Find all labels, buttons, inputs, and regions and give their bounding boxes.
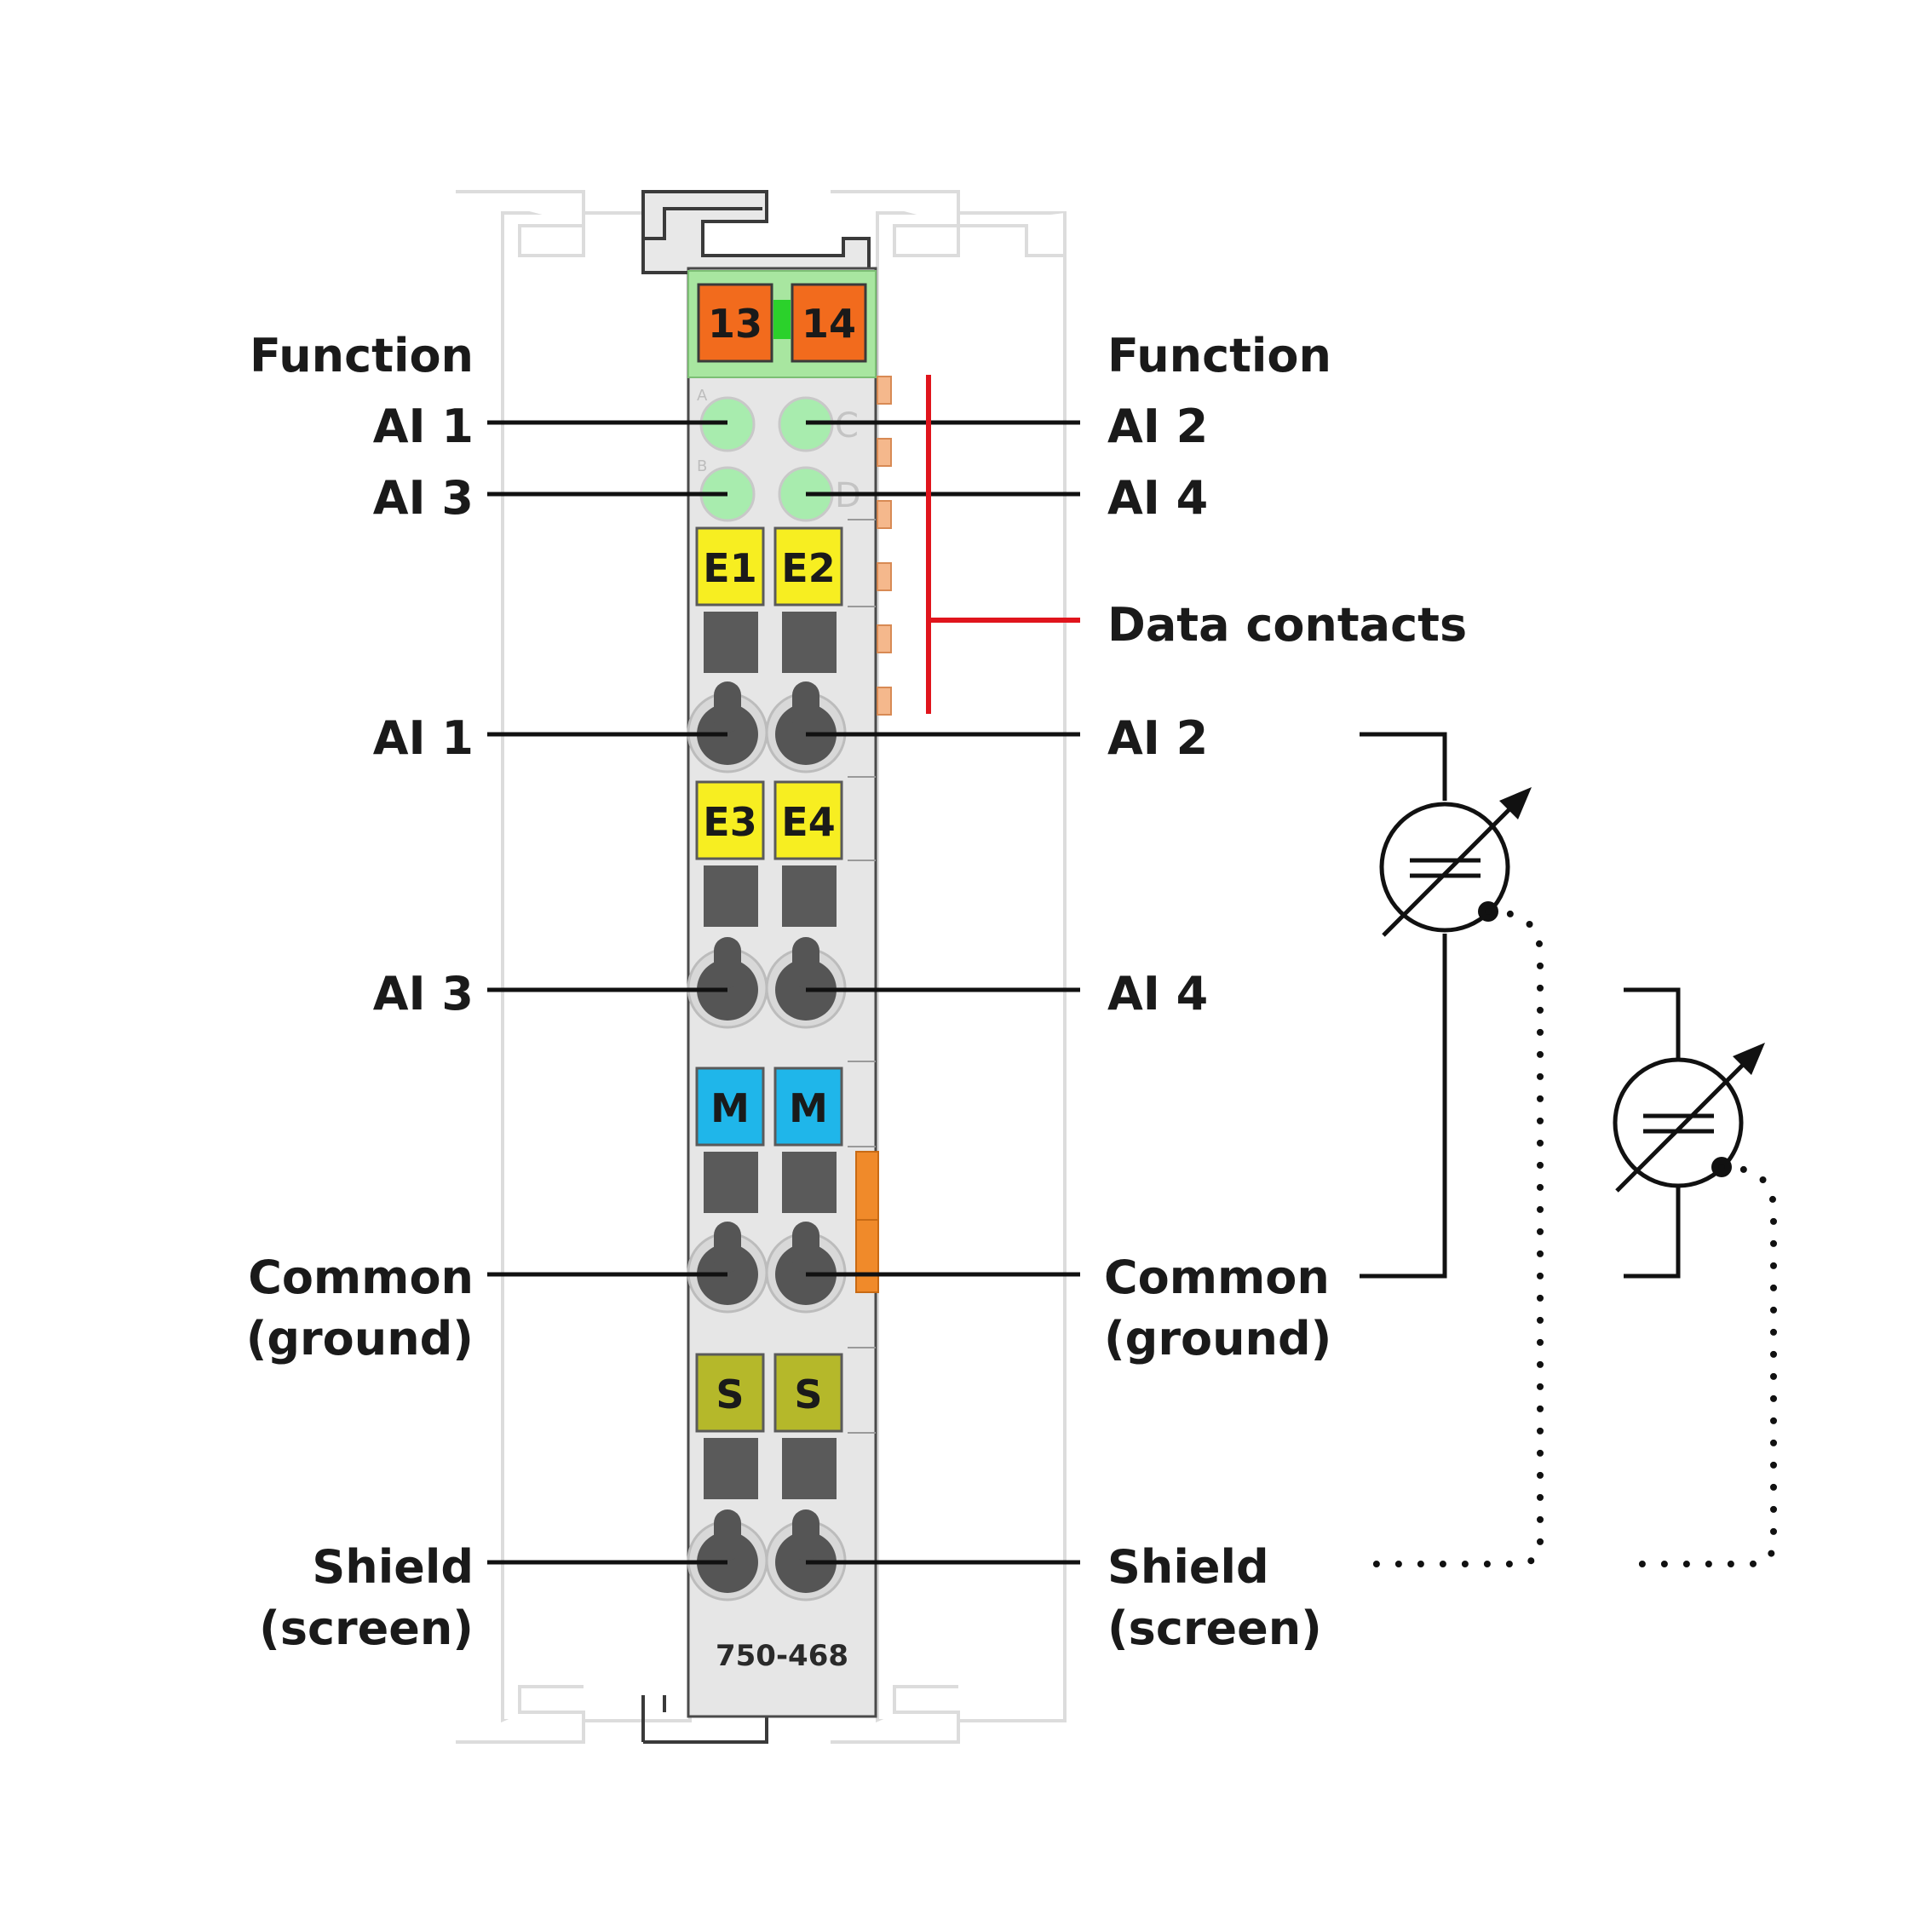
- cell-e3-label: E3: [703, 799, 756, 845]
- release-slot[interactable]: [782, 1438, 837, 1499]
- terminal-group-2: E3 E4: [687, 780, 847, 1029]
- right-term-ai2-label: AI 2: [1107, 711, 1208, 765]
- cell-s-left-label: S: [716, 1371, 744, 1417]
- leader-lines: [487, 420, 1080, 1565]
- sensor-icon: [1613, 1043, 1765, 1193]
- ghost-module-right: [876, 211, 1067, 1722]
- cell-e2: [773, 526, 843, 607]
- data-contact-icon: [877, 562, 892, 591]
- header-13-label: 13: [708, 301, 762, 347]
- led-letter-a: A: [697, 387, 708, 405]
- led-letter-c: C: [835, 406, 859, 446]
- right-common-label: Common: [1104, 1251, 1330, 1304]
- cell-m-right: [773, 1067, 843, 1147]
- cell-s-right: [773, 1353, 843, 1433]
- right-labels: Function AI 2 AI 4 Data contacts AI 2 AI…: [1104, 329, 1467, 1655]
- sensor-1: [1356, 732, 1544, 1567]
- power-jumper-contact: [855, 1151, 879, 1293]
- din-rail-icon: [831, 190, 960, 257]
- din-rail-icon: [456, 190, 585, 257]
- right-led-ai2-label: AI 2: [1107, 400, 1208, 453]
- release-slot[interactable]: [782, 865, 837, 927]
- left-led-ai3-label: AI 3: [373, 471, 474, 525]
- release-slot[interactable]: [704, 1438, 758, 1499]
- left-labels: Function AI 1 AI 3 AI 1 AI 3 Common (gro…: [246, 329, 474, 1655]
- right-term-ai4-label: AI 4: [1107, 967, 1208, 1021]
- left-shield-label: Shield: [312, 1540, 474, 1594]
- data-contact-icon: [877, 687, 892, 716]
- cell-e4-label: E4: [781, 799, 835, 845]
- header-14: [791, 283, 867, 363]
- left-function-heading: Function: [250, 329, 474, 382]
- header-14-label: 14: [802, 301, 856, 347]
- din-rail-icon: [958, 213, 1067, 257]
- sensor-icon: [1379, 787, 1532, 937]
- cell-e2-label: E2: [781, 545, 835, 591]
- cell-m-left: [695, 1067, 765, 1147]
- data-contacts-bracket: [926, 375, 1080, 714]
- right-function-heading: Function: [1107, 329, 1331, 382]
- left-led-ai1-label: AI 1: [373, 400, 474, 453]
- cell-e3: [695, 780, 765, 860]
- cell-e1: [695, 526, 765, 607]
- cell-s-right-label: S: [794, 1371, 822, 1417]
- din-rail-icon: [831, 1685, 960, 1744]
- body-separators: [848, 519, 876, 1434]
- cell-s-left: [695, 1353, 765, 1433]
- right-led-ai4-label: AI 4: [1107, 471, 1208, 525]
- left-screen-label: (screen): [259, 1601, 474, 1655]
- power-jumper: [773, 300, 791, 339]
- right-shield-label: Shield: [1107, 1540, 1269, 1594]
- led-letter-b: B: [697, 457, 707, 475]
- right-screen-label: (screen): [1107, 1601, 1322, 1655]
- header-13: [697, 283, 773, 363]
- data-contact-icon: [877, 624, 892, 653]
- release-slot[interactable]: [782, 612, 837, 673]
- right-ground-label: (ground): [1104, 1312, 1331, 1366]
- left-common-label: Common: [248, 1251, 474, 1304]
- left-ground-label: (ground): [246, 1312, 474, 1366]
- data-contacts: [877, 376, 892, 716]
- left-term-ai3-label: AI 3: [373, 967, 474, 1021]
- release-slot[interactable]: [704, 1152, 758, 1213]
- io-module: 13 14 A B C D E1 E2: [641, 190, 892, 1744]
- ghost-module-left: [501, 211, 692, 1722]
- din-rail-icon: [456, 1685, 585, 1744]
- data-contacts-label: Data contacts: [1107, 598, 1467, 652]
- cell-e1-label: E1: [703, 545, 756, 591]
- release-slot[interactable]: [782, 1152, 837, 1213]
- terminal-group-4: S S: [687, 1353, 847, 1601]
- data-contact-icon: [877, 500, 892, 529]
- sensor-2: [1613, 987, 1777, 1567]
- left-term-ai1-label: AI 1: [373, 711, 474, 765]
- data-contact-icon: [877, 376, 892, 405]
- cell-e4: [773, 780, 843, 860]
- release-slot[interactable]: [704, 612, 758, 673]
- ghost-modules: [456, 190, 1067, 1744]
- model-number: 750-468: [716, 1639, 848, 1673]
- cell-m-left-label: M: [710, 1085, 750, 1131]
- data-contact-icon: [877, 438, 892, 467]
- din-rail-icon: [641, 190, 871, 274]
- cell-m-right-label: M: [789, 1085, 828, 1131]
- release-slot[interactable]: [704, 865, 758, 927]
